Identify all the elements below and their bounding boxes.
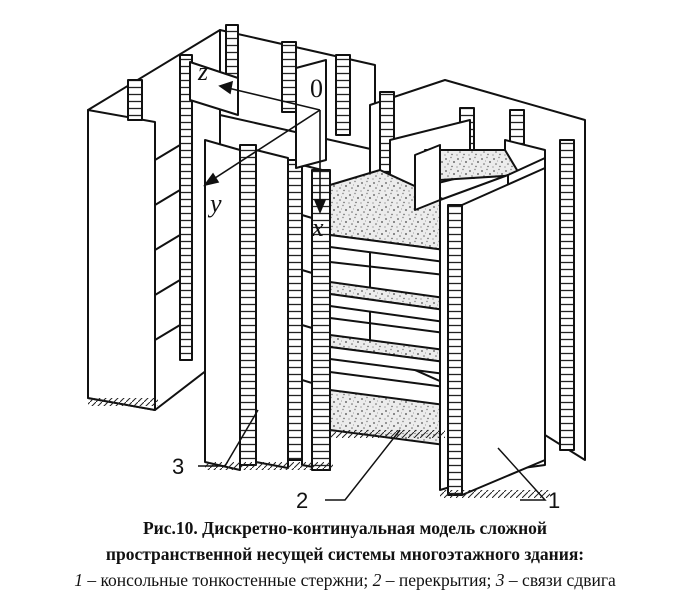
axis-z-label: z [197,57,208,86]
axis-origin-label: 0 [310,74,323,103]
callout-label-1: 1 [548,488,560,513]
axis-x-label: x [311,213,324,242]
caption-legend: 1 – консольные тонкостенные стержни; 2 –… [0,567,690,593]
callout-label-3: 3 [172,454,184,479]
left-back-wall [87,29,221,411]
figure-caption: Рис.10. Дискретно-континуальная модель с… [0,515,690,593]
coordinate-axes [203,80,327,215]
caption-title-line-2: пространственной несущей системы многоэт… [105,544,585,564]
legend-num-3: 3 [495,570,505,590]
ground-hatching [88,398,550,498]
callout-label-2: 2 [296,488,308,513]
callout-leaders [198,409,547,501]
building-model-diagram: 0 x y z 3 2 1 [87,24,586,513]
axis-y-label: y [207,189,222,218]
caption-title-line-1: Рис.10. Дискретно-континуальная модель с… [142,518,548,538]
front-right-wall [414,144,546,496]
legend-text-3: – связи сдвига [504,570,616,590]
middle-front-walls [189,59,331,471]
legend-num-2: 2 [372,570,382,590]
legend-text-1: – консольные тонкостенные стержни; [82,570,373,590]
legend-num-1: 1 [74,570,83,590]
legend-text-2: – перекрытия; [381,570,496,590]
